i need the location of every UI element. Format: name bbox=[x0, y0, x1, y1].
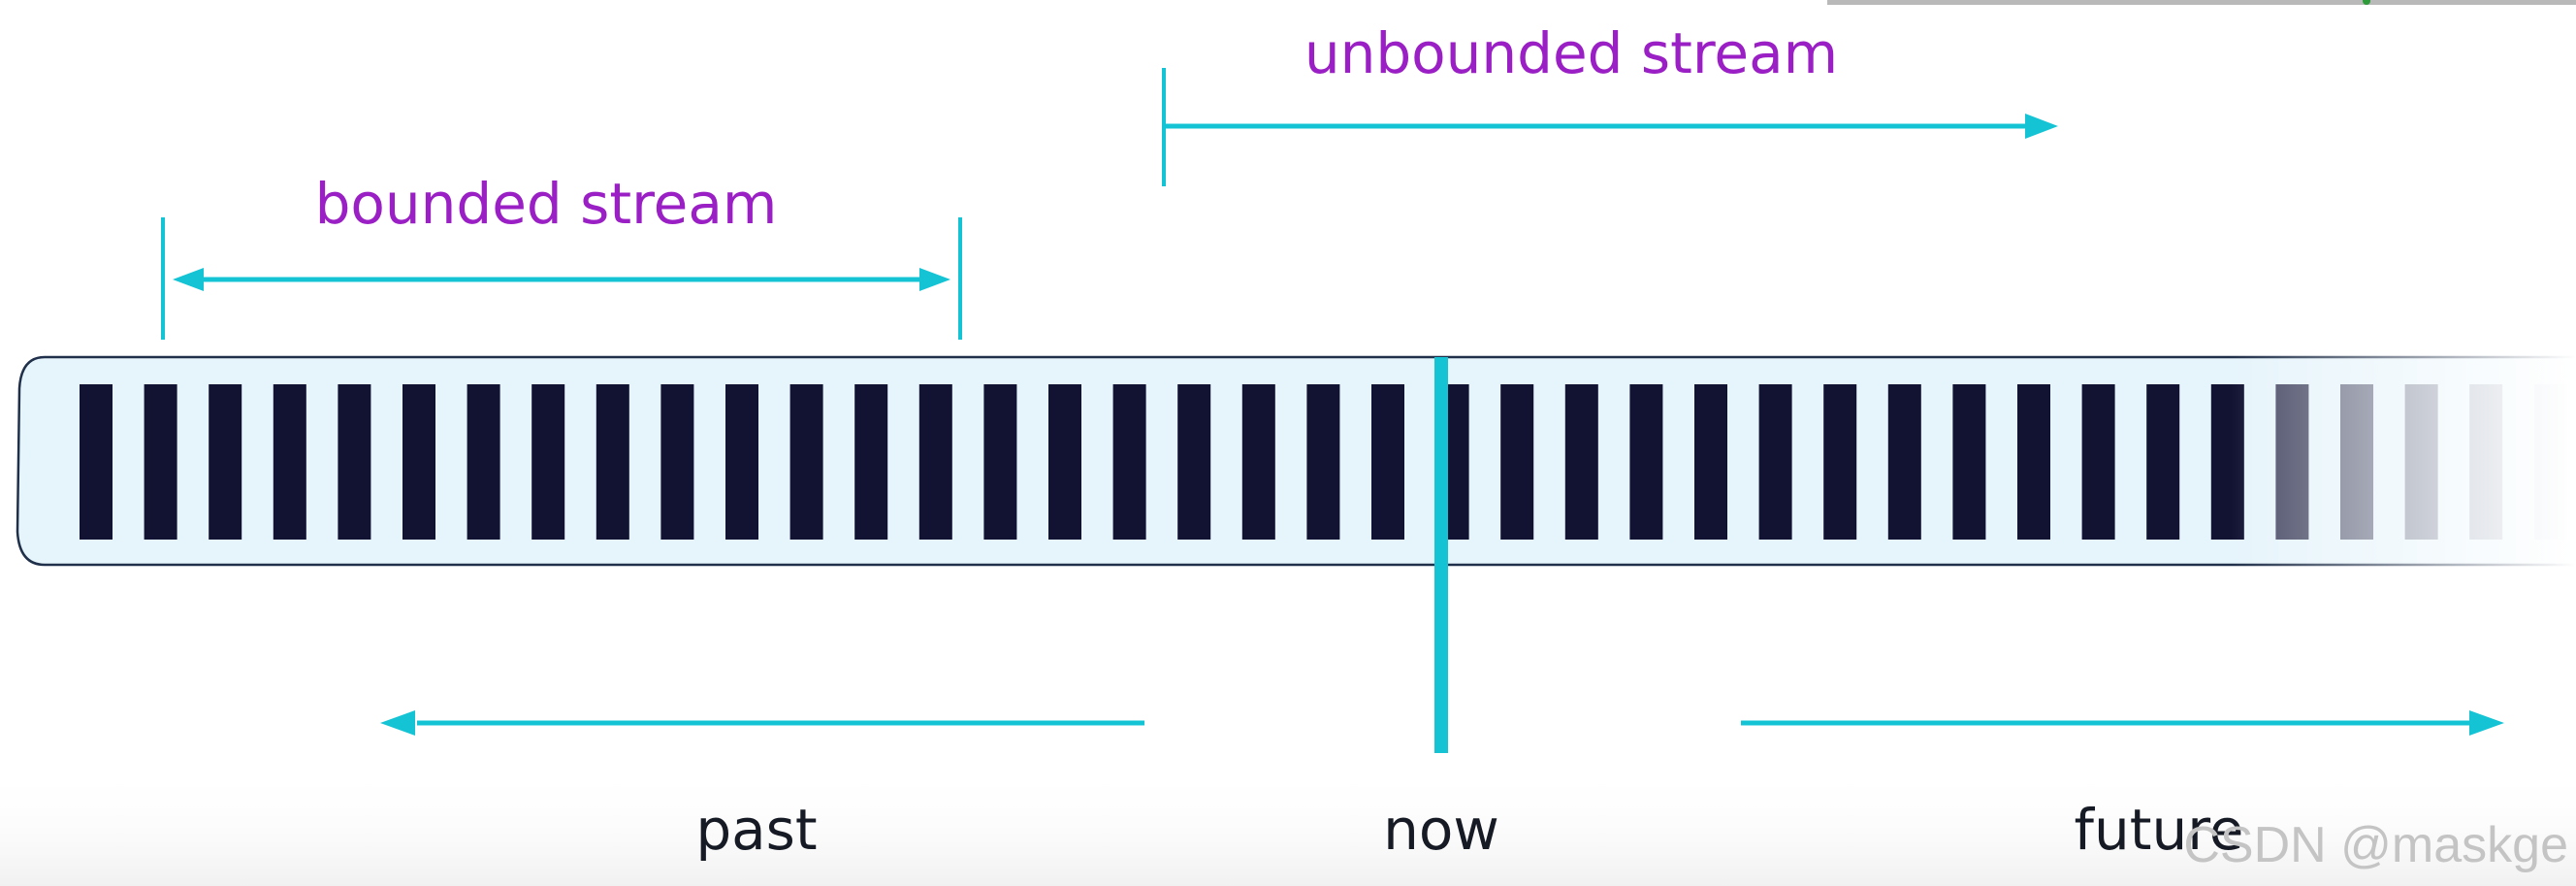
bounded-stream-label: bounded stream bbox=[315, 171, 778, 237]
stream-record bbox=[467, 384, 500, 540]
stream-record bbox=[2081, 384, 2115, 540]
stream-record bbox=[144, 384, 177, 540]
stream-record bbox=[402, 384, 435, 540]
stream-record bbox=[531, 384, 565, 540]
future-label: future bbox=[2075, 797, 2244, 863]
unbounded-stream-bracket bbox=[1162, 68, 2058, 186]
bounded-left-arrowhead bbox=[173, 268, 204, 291]
stream-record bbox=[1241, 384, 1275, 540]
past-arrowhead bbox=[380, 710, 415, 736]
unbounded-right-arrowhead bbox=[2025, 114, 2058, 139]
stream-record bbox=[725, 384, 758, 540]
stream-record bbox=[1952, 384, 1986, 540]
stream-record bbox=[1564, 384, 1598, 540]
past-arrow bbox=[380, 710, 1144, 736]
stream-record bbox=[983, 384, 1017, 540]
stream-record bbox=[1048, 384, 1081, 540]
stream-tube-body bbox=[16, 355, 2576, 567]
bottom-shade bbox=[0, 767, 2576, 886]
bounded-right-arrowhead bbox=[919, 268, 950, 291]
stream-record bbox=[1758, 384, 1792, 540]
csdn-watermark: CSDN @maskge bbox=[2183, 817, 2568, 873]
stream-record bbox=[1177, 384, 1211, 540]
stream-record bbox=[1887, 384, 1921, 540]
stream-record bbox=[1306, 384, 1340, 540]
top-window-strip bbox=[1827, 0, 2576, 5]
stream-record bbox=[273, 384, 306, 540]
stream-record bbox=[918, 384, 952, 540]
bounded-stream-bracket bbox=[161, 217, 962, 340]
stream-tube bbox=[16, 355, 2576, 569]
past-label: past bbox=[695, 797, 817, 863]
now-label: now bbox=[1383, 797, 1499, 863]
stream-record bbox=[209, 384, 242, 540]
stream-fade-overlay bbox=[2231, 355, 2576, 569]
future-arrow bbox=[1741, 710, 2504, 736]
stream-record bbox=[1823, 384, 1857, 540]
stream-record bbox=[1112, 384, 1146, 540]
unbounded-stream-label: unbounded stream bbox=[1304, 20, 1838, 86]
stream-record bbox=[660, 384, 694, 540]
stream-record bbox=[1371, 384, 1404, 540]
stream-record bbox=[854, 384, 888, 540]
stream-record bbox=[2017, 384, 2050, 540]
stream-record bbox=[1694, 384, 1727, 540]
stream-record bbox=[80, 384, 113, 540]
stream-record bbox=[2146, 384, 2180, 540]
top-strip-indicator bbox=[2363, 0, 2370, 5]
stream-record bbox=[1629, 384, 1663, 540]
stream-record bbox=[1500, 384, 1534, 540]
stream-record bbox=[789, 384, 823, 540]
future-arrowhead bbox=[2469, 710, 2504, 736]
stream-record bbox=[596, 384, 629, 540]
stream-record bbox=[338, 384, 371, 540]
